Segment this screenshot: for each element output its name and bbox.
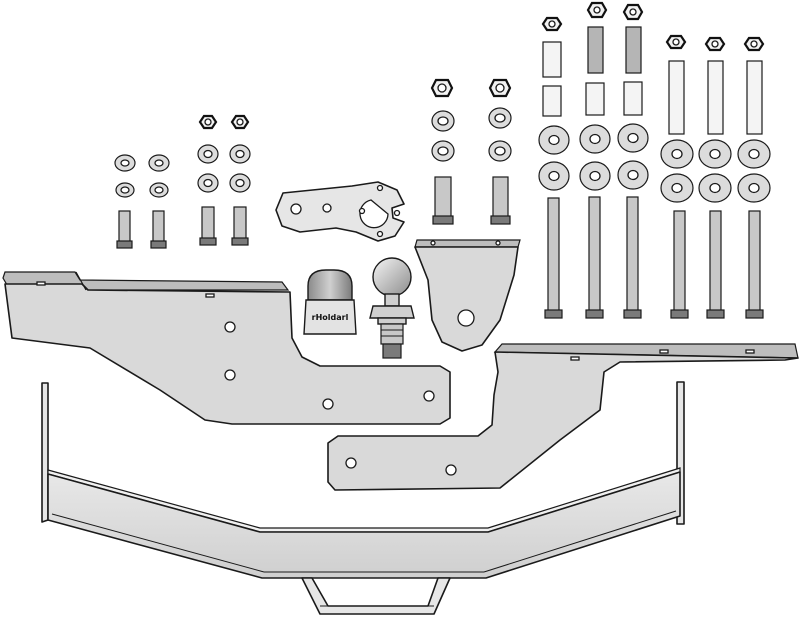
safety-chain-loop	[301, 577, 451, 615]
socket-mounting-plate	[275, 181, 405, 242]
bolt-assembly-5	[430, 78, 455, 225]
left-chassis-bracket	[2, 271, 451, 425]
bolt-set-medium	[197, 114, 251, 246]
bolt-assembly-8	[579, 1, 611, 319]
tow-ball	[369, 257, 415, 359]
bolt-set-left-small	[114, 154, 170, 249]
bolt-assembly-3	[197, 114, 219, 246]
tow-ball-cover: rHoldarl	[303, 269, 357, 335]
bolt-assembly-6	[488, 78, 512, 225]
bolt-assembly-11	[698, 36, 732, 319]
bolt-assembly-1	[114, 154, 136, 249]
bolt-assembly-4	[229, 114, 251, 246]
ball-mount-bracket	[414, 239, 521, 352]
cover-label: rHoldarl	[312, 313, 349, 322]
bolt-set-long-spacers	[538, 1, 771, 319]
bolt-assembly-9	[617, 3, 649, 319]
bolt-assembly-7	[538, 16, 570, 319]
bolt-assembly-10	[660, 34, 694, 319]
bolt-set-center	[430, 78, 512, 225]
right-chassis-bracket	[327, 343, 799, 491]
bolt-assembly-2	[148, 154, 170, 249]
bolt-assembly-12	[737, 36, 771, 319]
main-cross-bar	[41, 381, 685, 579]
